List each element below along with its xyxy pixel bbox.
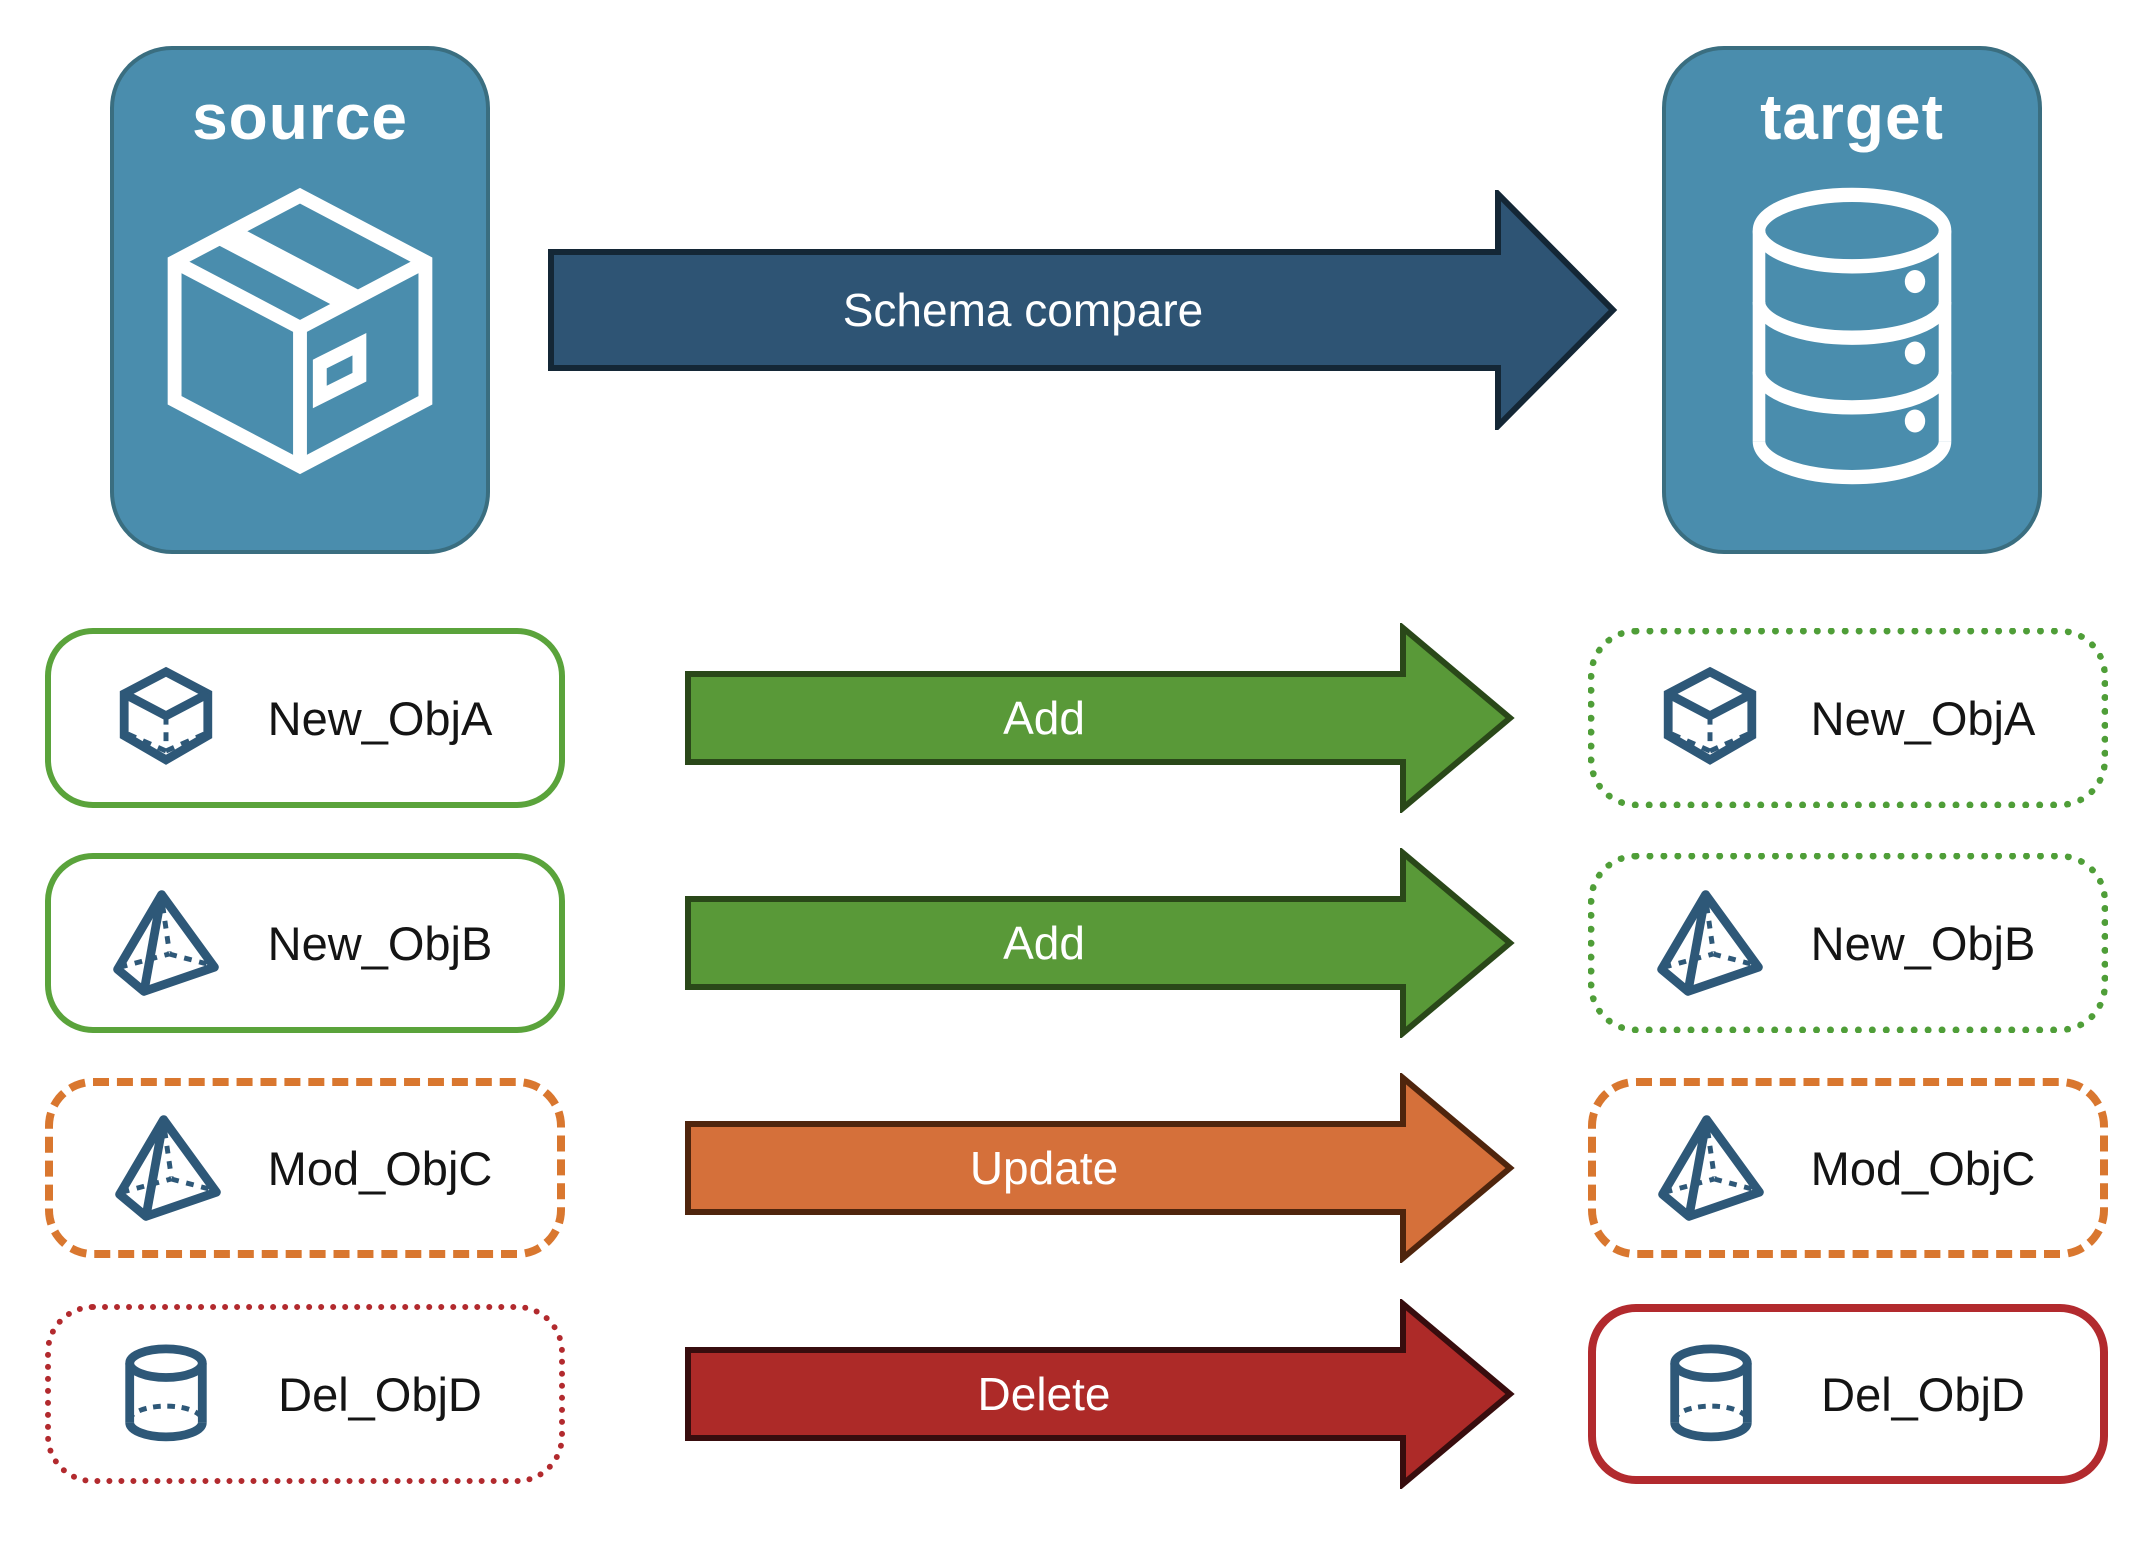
delete-arrow-shape	[685, 1299, 1515, 1489]
pyramid-icon	[1655, 888, 1765, 998]
source-object-card-new-obja: New_ObjA	[45, 628, 565, 808]
update-arrow-shape	[685, 1073, 1515, 1263]
object-label: New_ObjA	[267, 691, 493, 745]
schema-compare-arrow-shape	[548, 190, 1618, 430]
action-label: Add	[1003, 917, 1085, 969]
target-object-card-new-objb: New_ObjB	[1588, 853, 2108, 1033]
object-label: Del_ObjD	[278, 1367, 482, 1421]
object-label: Mod_ObjC	[1810, 1141, 2036, 1195]
object-label: New_ObjB	[267, 916, 493, 970]
target-node: target	[1662, 46, 2042, 554]
action-arrow-update: Update	[685, 1073, 1515, 1263]
object-label: Mod_ObjC	[267, 1141, 493, 1195]
pyramid-icon	[113, 1113, 223, 1223]
package-icon	[135, 166, 465, 496]
target-object-card-mod-objc: Mod_ObjC	[1588, 1078, 2108, 1258]
cylinder-icon	[111, 1339, 221, 1449]
action-label: Add	[1003, 692, 1085, 744]
source-object-card-new-objb: New_ObjB	[45, 853, 565, 1033]
source-node-title: source	[192, 81, 408, 153]
pyramid-icon	[111, 888, 221, 998]
action-arrow-delete: Delete	[685, 1299, 1515, 1489]
database-icon	[1702, 166, 2002, 506]
target-object-card-new-obja: New_ObjA	[1588, 628, 2108, 808]
object-label: New_ObjB	[1810, 916, 2036, 970]
source-node: source	[110, 46, 490, 554]
cylinder-icon	[1656, 1339, 1766, 1449]
object-label: New_ObjA	[1810, 691, 2036, 745]
add-arrow-shape	[685, 623, 1515, 813]
schema-compare-label: Schema compare	[842, 284, 1204, 336]
source-object-card-mod-objc: Mod_ObjC	[45, 1078, 565, 1258]
action-label: Delete	[977, 1368, 1111, 1420]
target-node-title: target	[1760, 81, 1944, 153]
action-arrow-add-2: Add	[685, 848, 1515, 1038]
target-object-card-del-objd: Del_ObjD	[1588, 1304, 2108, 1484]
source-object-card-del-objd: Del_ObjD	[45, 1304, 565, 1484]
pyramid-icon	[1656, 1113, 1766, 1223]
cube-icon	[1655, 663, 1765, 773]
add-arrow-shape	[685, 848, 1515, 1038]
object-label: Del_ObjD	[1821, 1367, 2025, 1421]
cube-icon	[111, 663, 221, 773]
schema-compare-arrow: Schema compare	[548, 190, 1618, 430]
action-label: Update	[969, 1142, 1119, 1194]
action-arrow-add-1: Add	[685, 623, 1515, 813]
